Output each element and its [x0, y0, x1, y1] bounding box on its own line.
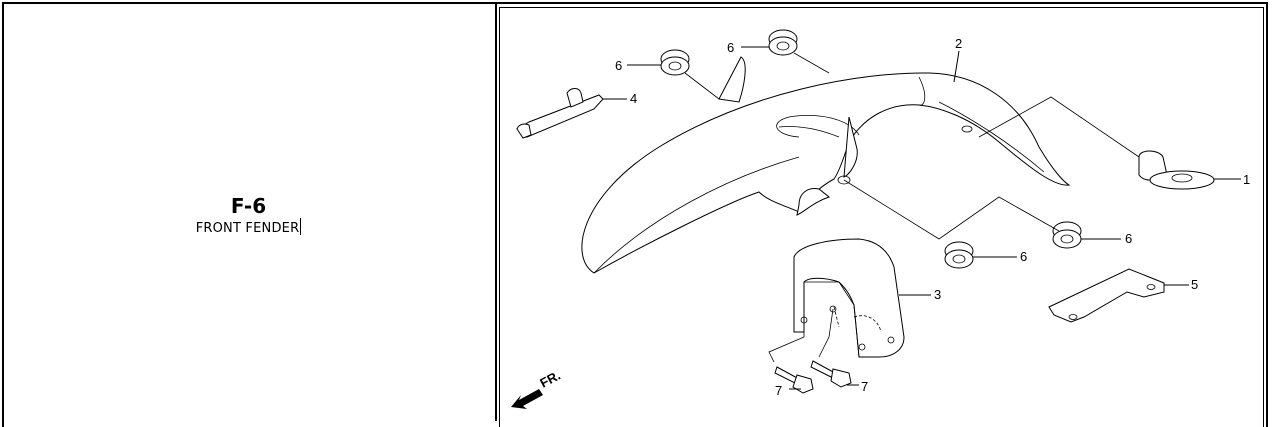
callout-6-a: 6	[615, 58, 622, 73]
section-caption: F-6 FRONT FENDER	[2, 194, 495, 237]
section-code: F-6	[230, 194, 267, 218]
callout-6-c: 6	[1020, 249, 1027, 264]
callout-6-d: 6	[1125, 231, 1132, 246]
callout-7-b: 7	[861, 379, 868, 394]
callout-4: 4	[630, 91, 637, 106]
grommet-part-6-top[interactable]	[768, 29, 798, 56]
diagram-frame	[499, 7, 1264, 427]
callout-2: 2	[955, 36, 962, 51]
grommet-part-6-lower-right[interactable]	[1052, 221, 1082, 249]
front-fender-part[interactable]	[581, 56, 1071, 274]
grommet-part-6-top-left[interactable]	[660, 49, 690, 76]
callout-3: 3	[934, 287, 941, 302]
callout-5: 5	[1191, 277, 1198, 292]
bracket-part-4[interactable]	[516, 88, 604, 139]
callout-6-b: 6	[727, 40, 734, 55]
grommet-part-6-lower-left[interactable]	[944, 241, 974, 269]
grommet-part-1[interactable]	[1138, 150, 1215, 190]
section-title: FRONT FENDER	[195, 221, 300, 236]
bracket-part-5[interactable]	[1048, 268, 1165, 323]
bracket-part-3[interactable]	[793, 238, 905, 358]
callout-7-a: 7	[775, 383, 782, 398]
front-direction-arrow-icon	[511, 389, 543, 409]
column-divider	[495, 2, 497, 421]
bolt-part-7-right[interactable]	[810, 360, 852, 388]
direction-label: FR.	[537, 368, 563, 391]
text-cursor	[300, 218, 302, 235]
parts-diagram: 4 6 6 6 6 1 2	[511, 29, 1250, 409]
callout-1: 1	[1243, 172, 1250, 187]
